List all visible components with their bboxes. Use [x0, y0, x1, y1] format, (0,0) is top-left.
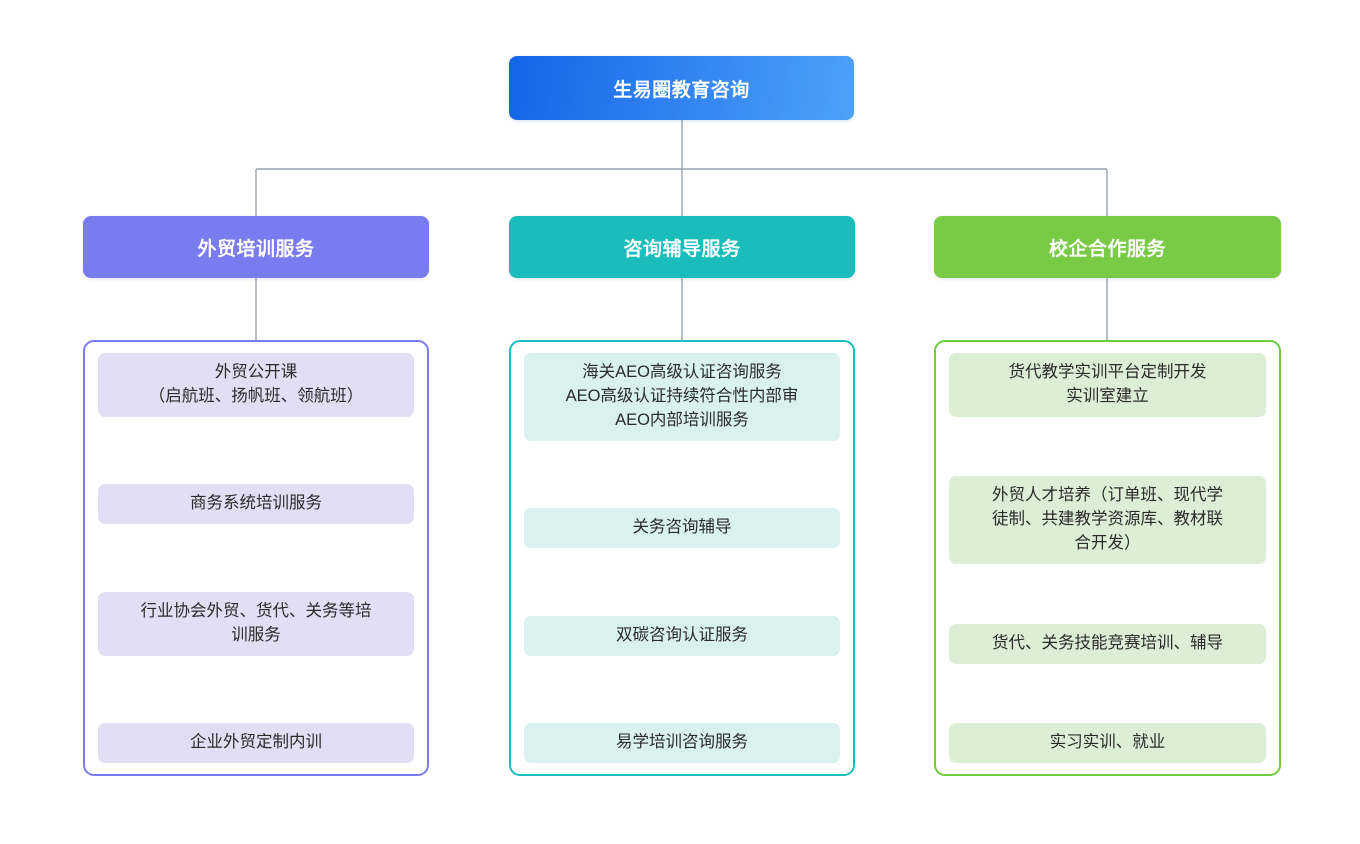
item-line: 海关AEO高级认证咨询服务 [582, 363, 782, 381]
category-header-0-label: 外贸培训服务 [197, 238, 315, 260]
branch-column-1: 咨询辅导服务 海关AEO高级认证咨询服务 AEO高级认证持续符合性内部审 AEO… [509, 216, 855, 776]
item-line: 实训室建立 [1066, 386, 1149, 405]
root-node-label: 生易圈教育咨询 [613, 79, 750, 101]
item-line: 易学培训咨询服务 [616, 733, 748, 752]
item-line: 训服务 [231, 625, 281, 644]
item-line: AEO高级认证持续符合性内部审 [565, 386, 799, 405]
category-header-0[interactable]: 外贸培训服务 [83, 216, 429, 278]
item-line: 双碳咨询认证服务 [616, 625, 748, 644]
category-header-2[interactable]: 校企合作服务 [934, 216, 1281, 278]
items-container-1: 海关AEO高级认证咨询服务 AEO高级认证持续符合性内部审 AEO内部培训服务 … [509, 340, 855, 776]
category-header-1[interactable]: 咨询辅导服务 [509, 216, 855, 278]
item-line: （启航班、扬帆班、领航班） [148, 386, 364, 405]
item-card[interactable]: 双碳咨询认证服务 [524, 615, 840, 656]
item-line: 货代、关务技能竞赛培训、辅导 [992, 633, 1223, 652]
item-card[interactable]: 易学培训咨询服务 [524, 723, 840, 763]
item-card[interactable]: 企业外贸定制内训 [98, 723, 414, 763]
item-line: 行业协会外贸、货代、关务等培 [140, 601, 372, 620]
items-container-0: 外贸公开课 （启航班、扬帆班、领航班） 商务系统培训服务 行业协会外贸、货代、关… [83, 340, 429, 776]
branch-column-2: 校企合作服务 货代教学实训平台定制开发 实训室建立 外贸人才培养（订单班、现代学… [934, 216, 1281, 776]
item-line: 合开发） [1074, 534, 1141, 553]
item-line: 货代教学实训平台定制开发 [1008, 363, 1207, 381]
item-line: 关务咨询辅导 [632, 518, 732, 537]
root-node[interactable]: 生易圈教育咨询 [509, 56, 854, 120]
item-card[interactable]: 货代、关务技能竞赛培训、辅导 [949, 623, 1266, 664]
item-card[interactable]: 外贸人才培养（订单班、现代学 徒制、共建教学资源库、教材联 合开发） [949, 476, 1266, 565]
category-header-1-label: 咨询辅导服务 [623, 238, 741, 260]
item-card[interactable]: 关务咨询辅导 [524, 508, 840, 549]
item-line: AEO内部培训服务 [615, 410, 749, 429]
item-card[interactable]: 商务系统培训服务 [98, 484, 414, 525]
item-card[interactable]: 外贸公开课 （启航班、扬帆班、领航班） [98, 353, 414, 417]
category-header-2-label: 校企合作服务 [1048, 238, 1166, 260]
item-card[interactable]: 货代教学实训平台定制开发 实训室建立 [949, 353, 1266, 417]
branch-column-0: 外贸培训服务 外贸公开课 （启航班、扬帆班、领航班） 商务系统培训服务 [83, 216, 429, 776]
items-container-2: 货代教学实训平台定制开发 实训室建立 外贸人才培养（订单班、现代学 徒制、共建教… [934, 340, 1281, 776]
item-line: 实习实训、就业 [1049, 733, 1166, 752]
item-line: 商务系统培训服务 [190, 494, 322, 513]
item-line: 徒制、共建教学资源库、教材联 [992, 510, 1223, 529]
item-line: 外贸公开课 [214, 363, 298, 381]
item-card[interactable]: 实习实训、就业 [949, 723, 1266, 763]
item-line: 外贸人才培养（订单班、现代学 [992, 486, 1223, 505]
item-card[interactable]: 海关AEO高级认证咨询服务 AEO高级认证持续符合性内部审 AEO内部培训服务 [524, 353, 840, 441]
item-line: 企业外贸定制内训 [190, 733, 322, 752]
item-card[interactable]: 行业协会外贸、货代、关务等培 训服务 [98, 591, 414, 656]
